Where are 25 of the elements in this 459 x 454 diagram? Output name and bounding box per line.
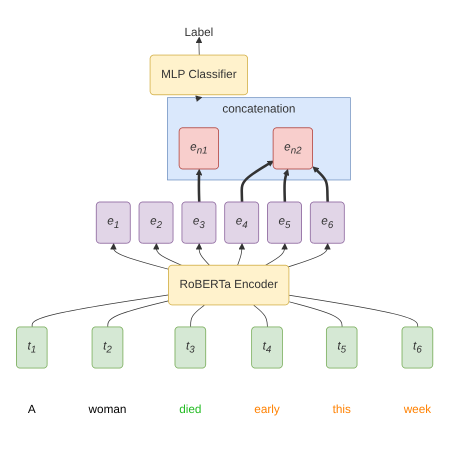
arrow xyxy=(282,169,290,202)
node-label: early xyxy=(254,403,280,416)
arrow xyxy=(312,166,329,202)
arrow xyxy=(288,243,331,268)
connector xyxy=(253,304,268,328)
node-label: A xyxy=(28,403,36,416)
arrow xyxy=(264,243,288,266)
connector xyxy=(32,294,170,328)
arrow xyxy=(153,243,183,266)
arrow xyxy=(196,169,202,202)
connector xyxy=(190,304,205,328)
connector xyxy=(288,301,342,328)
arrow xyxy=(237,243,246,266)
node-label: died xyxy=(179,403,202,416)
node-label: week xyxy=(404,403,432,416)
arrow xyxy=(196,36,202,56)
arrow xyxy=(196,243,210,266)
node-text: Label xyxy=(184,26,214,39)
arrow xyxy=(195,95,202,102)
connector xyxy=(107,300,170,328)
node-label: this xyxy=(332,403,351,416)
connector xyxy=(288,294,418,328)
node-label: woman xyxy=(88,403,126,416)
arrow xyxy=(240,160,274,202)
arrow xyxy=(110,243,170,270)
